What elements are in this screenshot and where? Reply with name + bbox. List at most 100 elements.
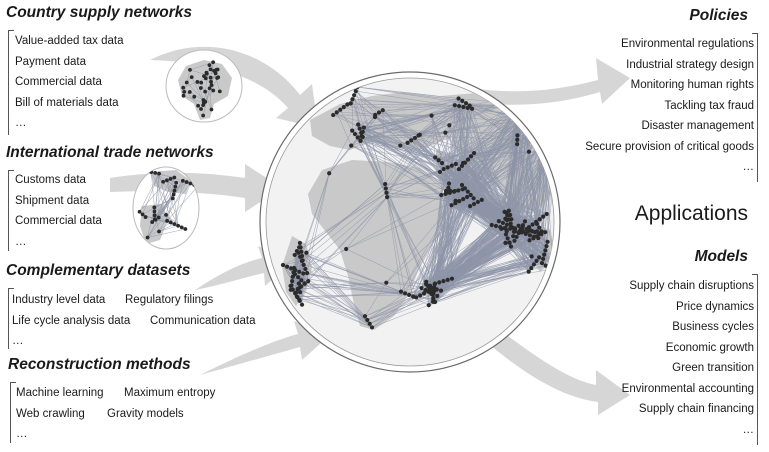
network-edge (517, 103, 531, 110)
network-node (456, 188, 461, 193)
models-bracket (752, 274, 758, 445)
network-edge (203, 77, 219, 104)
network-node (532, 106, 537, 111)
network-node (341, 105, 346, 110)
network-node (217, 89, 222, 94)
network-edge (433, 237, 539, 295)
network-node (445, 277, 450, 282)
network-node (383, 186, 388, 191)
network-edge (441, 162, 531, 236)
network-edge (477, 144, 518, 203)
country-supply-item: Value-added tax data (15, 35, 124, 47)
network-node (211, 88, 216, 93)
network-edge (354, 133, 388, 198)
policies-heading: Policies (689, 7, 748, 24)
network-node (327, 171, 332, 176)
network-node (172, 188, 177, 193)
network-node (145, 235, 150, 240)
network-node (280, 262, 286, 268)
network-edge (158, 181, 187, 232)
network-node (357, 126, 362, 131)
network-edge (155, 214, 167, 221)
country-supply-item: Bill of materials data (15, 96, 119, 109)
network-edge (290, 285, 366, 317)
network-node (295, 295, 300, 300)
network-node (545, 239, 550, 244)
network-node (430, 289, 435, 295)
network-node (421, 291, 427, 296)
country-supply-item: … (15, 117, 27, 129)
network-edge (346, 248, 435, 292)
network-node (508, 212, 513, 218)
network-edge (357, 134, 420, 138)
network-node (202, 74, 206, 78)
network-node (198, 86, 203, 90)
network-node (439, 192, 444, 198)
network-edge (336, 112, 352, 146)
network-edge (434, 214, 511, 303)
network-edge (524, 106, 540, 120)
network-node (536, 105, 542, 110)
network-edge (346, 200, 456, 250)
network-edge (386, 205, 471, 283)
network-node (208, 75, 213, 80)
network-node (207, 86, 212, 91)
network-node (514, 234, 519, 240)
network-edge (354, 133, 463, 167)
network-node (465, 157, 471, 162)
network-node (429, 113, 434, 118)
network-node (209, 107, 214, 112)
network-edge (440, 190, 451, 291)
network-edge (543, 148, 552, 155)
network-node (356, 122, 361, 127)
network-node (527, 233, 533, 238)
network-edge (421, 203, 475, 289)
network-node (534, 258, 539, 264)
network-node (153, 170, 158, 175)
network-node (489, 222, 494, 228)
models-item: Supply chain disruptions (629, 280, 754, 292)
network-node (504, 218, 510, 223)
network-edge (434, 262, 543, 303)
network-node (546, 121, 552, 126)
policies-item: Secure provision of critical goods (585, 140, 754, 153)
network-edge (154, 198, 173, 208)
network-node (345, 102, 350, 107)
network-node (471, 201, 477, 207)
network-edge (189, 91, 204, 101)
network-node (534, 229, 540, 234)
network-node (433, 155, 438, 160)
network-edge (473, 152, 500, 222)
network-edge (200, 82, 212, 110)
network-node (172, 222, 177, 226)
network-edge (428, 220, 500, 287)
network-node (534, 219, 539, 225)
network-edge (290, 289, 370, 324)
network-edge (293, 248, 347, 273)
network-edge (434, 190, 447, 285)
network-node (183, 227, 188, 231)
network-node (452, 103, 457, 108)
network-node (526, 225, 532, 230)
network-edge (538, 106, 553, 127)
network-node (385, 195, 390, 200)
network-node (383, 181, 388, 187)
reconstruction-bracket (10, 382, 16, 443)
network-edge (354, 133, 443, 164)
network-edge (298, 276, 414, 297)
network-edge (517, 139, 520, 232)
network-node (530, 222, 535, 227)
network-node (471, 196, 476, 201)
network-edge (385, 135, 419, 189)
network-edge (449, 125, 463, 166)
network-node (469, 106, 475, 111)
network-edge (154, 172, 168, 221)
network-edge (375, 100, 463, 116)
network-node (512, 229, 517, 234)
applications-label: Applications (634, 202, 748, 225)
network-edge (363, 127, 388, 198)
network-node (530, 229, 535, 234)
network-node (176, 223, 180, 228)
